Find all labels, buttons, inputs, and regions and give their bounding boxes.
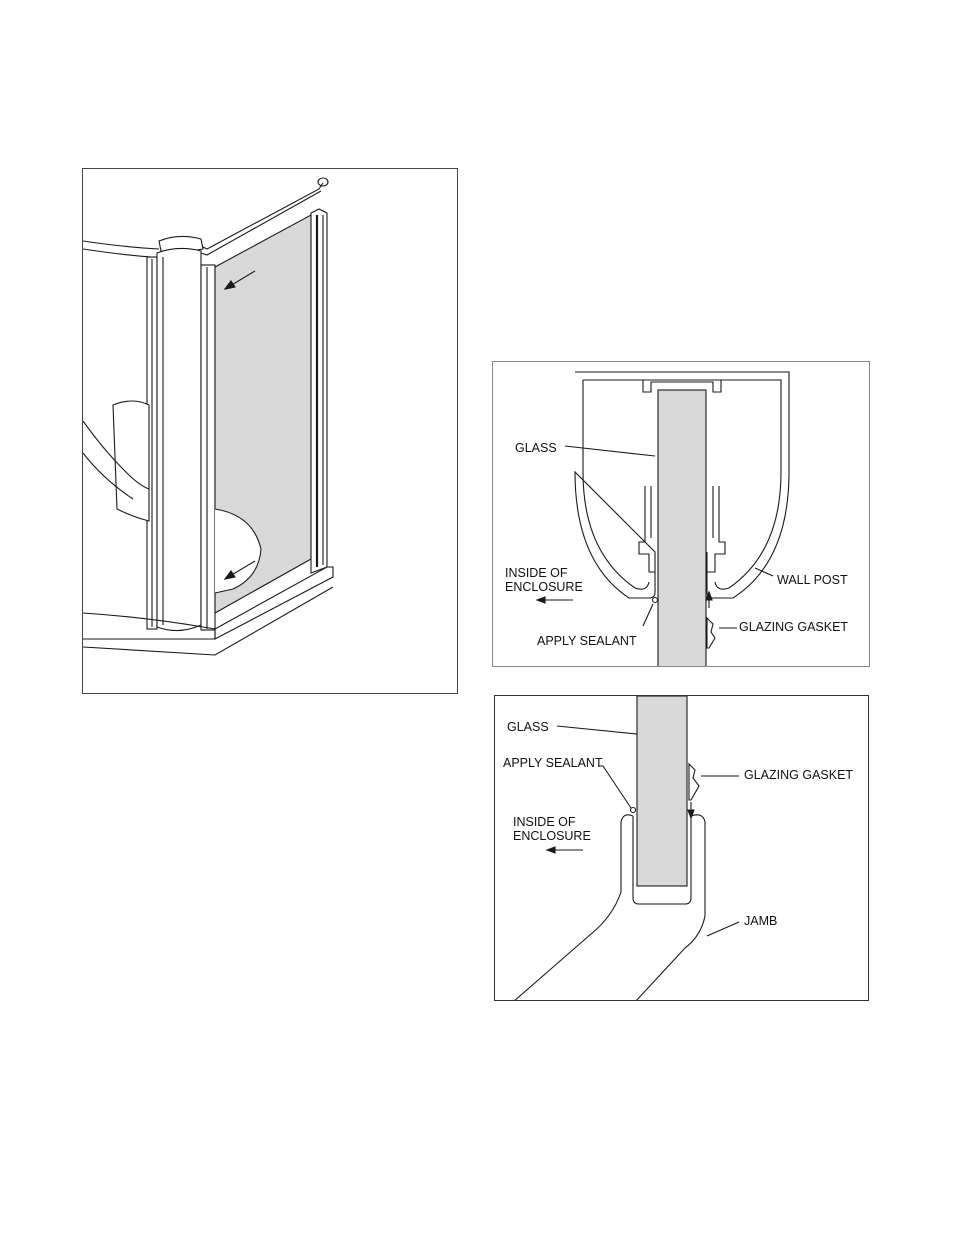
label-glazing-gasket: GLAZING GASKET <box>739 620 849 634</box>
corner-seat <box>112 400 150 522</box>
label-wall-post: WALL POST <box>777 573 848 587</box>
label-glass: GLASS <box>507 720 549 734</box>
label-apply-sealant: APPLY SEALANT <box>537 634 637 648</box>
jamb-section: GLASS APPLY SEALANT GLAZING GASKET INSID… <box>494 695 869 1001</box>
enclosure-drawing <box>83 177 334 656</box>
enclosure-illustration <box>82 168 458 694</box>
wall-post-section: GLASS INSIDE OF ENCLOSURE WALL POST APPL… <box>492 361 870 667</box>
label-inside-line2: ENCLOSURE <box>513 829 591 843</box>
label-inside-line2: ENCLOSURE <box>505 580 583 594</box>
jamb-drawing <box>514 696 740 1000</box>
label-inside-line1: INSIDE OF <box>513 815 576 829</box>
label-inside-line1: INSIDE OF <box>505 566 568 580</box>
right-jamb <box>310 208 328 574</box>
glass <box>657 389 707 666</box>
glass <box>636 696 688 887</box>
jamb-profile <box>632 816 692 905</box>
wall-post <box>156 247 202 632</box>
glazing-gasket <box>688 762 700 801</box>
wall-post-drawing <box>535 371 790 666</box>
label-apply-sealant: APPLY SEALANT <box>503 756 603 770</box>
sealant-bead <box>629 806 637 814</box>
label-jamb: JAMB <box>744 914 778 928</box>
glazing-gasket <box>706 616 716 649</box>
label-glass: GLASS <box>515 441 557 455</box>
sealant-bead <box>651 596 659 604</box>
label-glazing-gasket: GLAZING GASKET <box>744 768 854 782</box>
